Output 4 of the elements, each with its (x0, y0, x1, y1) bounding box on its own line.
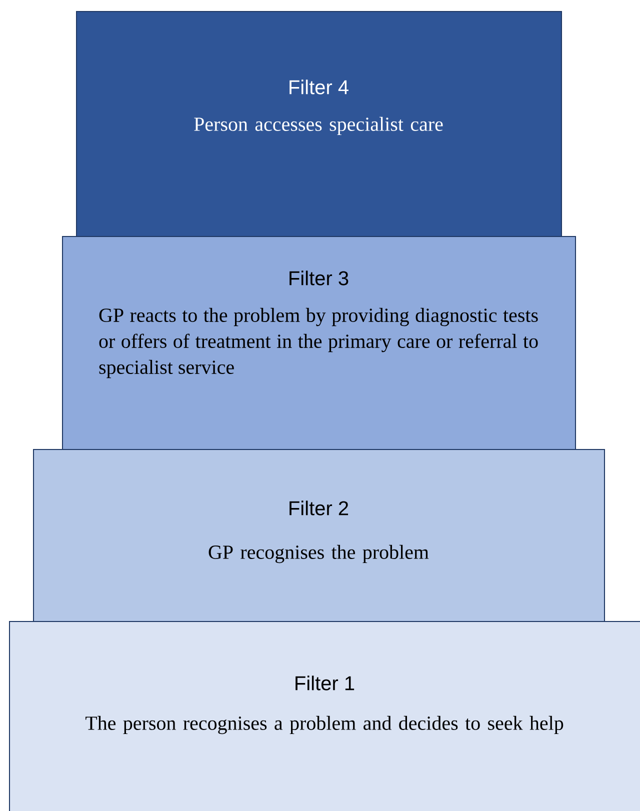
filter-box: Filter 3 GP reacts to the problem by providing diagnostic tests or offers of treatment in the primary care or referral to specialist service (62, 236, 576, 451)
filter-box: Filter 2 GP recognises the problem (33, 449, 605, 622)
filter-box: Filter 4 Person accesses specialist care (76, 11, 562, 238)
filter-box: Filter 1 The person recognises a problem and decides to seek help (9, 621, 640, 811)
